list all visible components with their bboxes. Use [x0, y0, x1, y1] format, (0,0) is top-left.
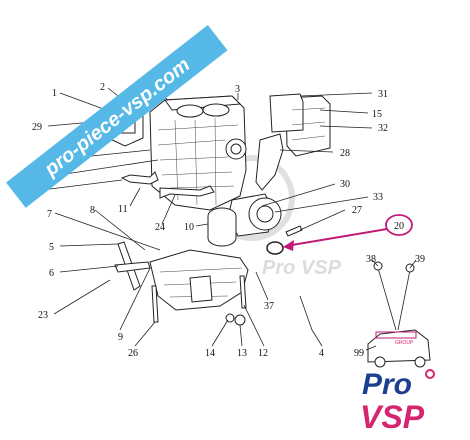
dipsticks-drawing: [373, 261, 415, 331]
leader-lines: [41, 85, 417, 351]
callout-7: 7: [47, 209, 52, 220]
callout-2: 2: [100, 82, 105, 93]
callout-6: 6: [49, 268, 54, 279]
highlight-arrow: [283, 228, 388, 251]
callout-26: 26: [128, 348, 138, 359]
callout-12: 12: [258, 348, 268, 359]
callout-4: 4: [319, 348, 324, 359]
callout-10: 10: [184, 222, 194, 233]
callout-99: 99: [354, 348, 364, 359]
pan-bolt-drawing: [239, 275, 247, 309]
callout-3: 3: [235, 84, 240, 95]
engine-block-drawing: [149, 95, 247, 211]
callout-32: 32: [378, 123, 388, 134]
logo-dot-icon: [425, 369, 435, 379]
rail-drawing: [159, 185, 215, 199]
callout-30: 30: [340, 179, 350, 190]
logo-tag: GROUP: [395, 340, 414, 346]
callout-14: 14: [205, 348, 215, 359]
callout-23: 23: [38, 310, 48, 321]
callout-8: 8: [90, 205, 95, 216]
oil-pan-drawing: [149, 249, 249, 311]
callout-31: 31: [378, 89, 388, 100]
oil-pipe-drawing: [120, 171, 159, 185]
bracket-drawing: [255, 133, 284, 191]
seal-plate-drawing: [227, 193, 282, 237]
pin-drawing: [299, 295, 313, 331]
callout-11-bottom: 11: [118, 204, 128, 215]
callout-37: 37: [264, 301, 274, 312]
logo-line1: Pro: [362, 368, 412, 401]
callout-27: 27: [352, 205, 362, 216]
car-silhouette-drawing: [367, 329, 431, 368]
bolt-drawing: [285, 225, 303, 237]
provsp-logo: Pro VSP GROUP: [360, 340, 435, 435]
callout-15: 15: [372, 109, 382, 120]
dipstick-part-drawing: [114, 261, 151, 273]
callout-label-20: 20: [394, 221, 404, 232]
callout-9: 9: [118, 332, 123, 343]
callout-38: 38: [366, 254, 376, 265]
callout-33: 33: [373, 192, 383, 203]
oil-filter-drawing: [207, 207, 237, 247]
long-bolt-drawing: [151, 285, 159, 323]
callout-28: 28: [340, 148, 350, 159]
callout-5: 5: [49, 242, 54, 253]
callout-13: 13: [237, 348, 247, 359]
callout-29: 29: [32, 122, 42, 133]
oil-pump-drawing: [269, 93, 331, 157]
highlight-callout-20: 20: [385, 214, 413, 236]
drain-washer-drawing: [234, 314, 246, 326]
callout-1: 1: [52, 88, 57, 99]
o-ring-drawing: [266, 241, 284, 255]
callout-39: 39: [415, 254, 425, 265]
watermark-text: Pro VSP: [262, 257, 342, 279]
logo-line2: VSP: [360, 399, 425, 435]
callout-24: 24: [155, 222, 165, 233]
